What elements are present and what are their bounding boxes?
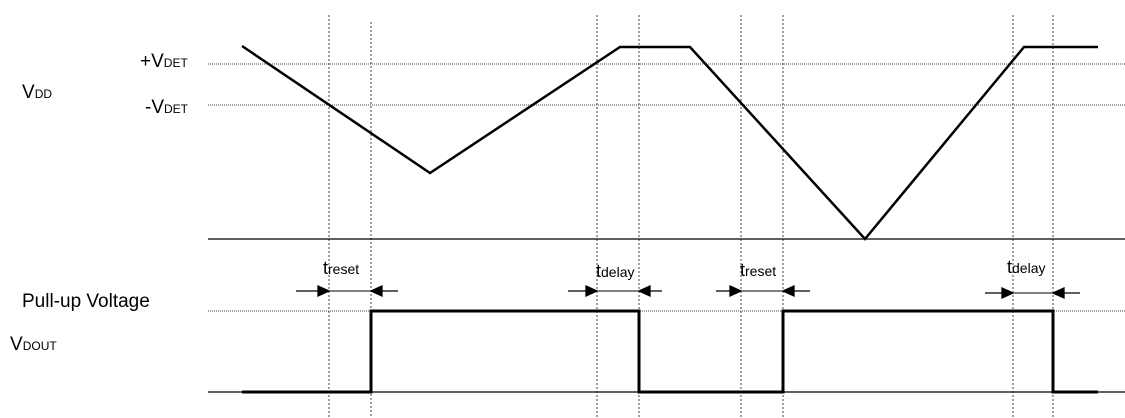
treset-label-1: treset xyxy=(323,258,359,278)
vertical-guide-lines xyxy=(328,15,1054,418)
timing-arrows xyxy=(296,284,1080,300)
horizontal-reference-lines xyxy=(208,63,1125,393)
vdd-label: VDD xyxy=(22,82,52,103)
tdelay-arrow-2 xyxy=(985,286,1080,300)
plus-vdet-label: +VDET xyxy=(140,51,188,72)
pullup-voltage-label: Pull-up Voltage xyxy=(22,291,150,312)
treset-arrow-2 xyxy=(716,284,810,298)
treset-label-2: treset xyxy=(740,260,776,280)
treset-arrow-1 xyxy=(296,284,398,298)
tdelay-label-2: tdelay xyxy=(1007,257,1045,277)
tdelay-label-1: tdelay xyxy=(596,261,634,281)
vdout-label: VDOUT xyxy=(10,334,57,355)
vdd-waveform xyxy=(241,44,1098,241)
minus-vdet-label: -VDET xyxy=(145,97,189,118)
vdout-waveform xyxy=(242,309,1098,394)
tdelay-arrow-1 xyxy=(568,284,662,298)
